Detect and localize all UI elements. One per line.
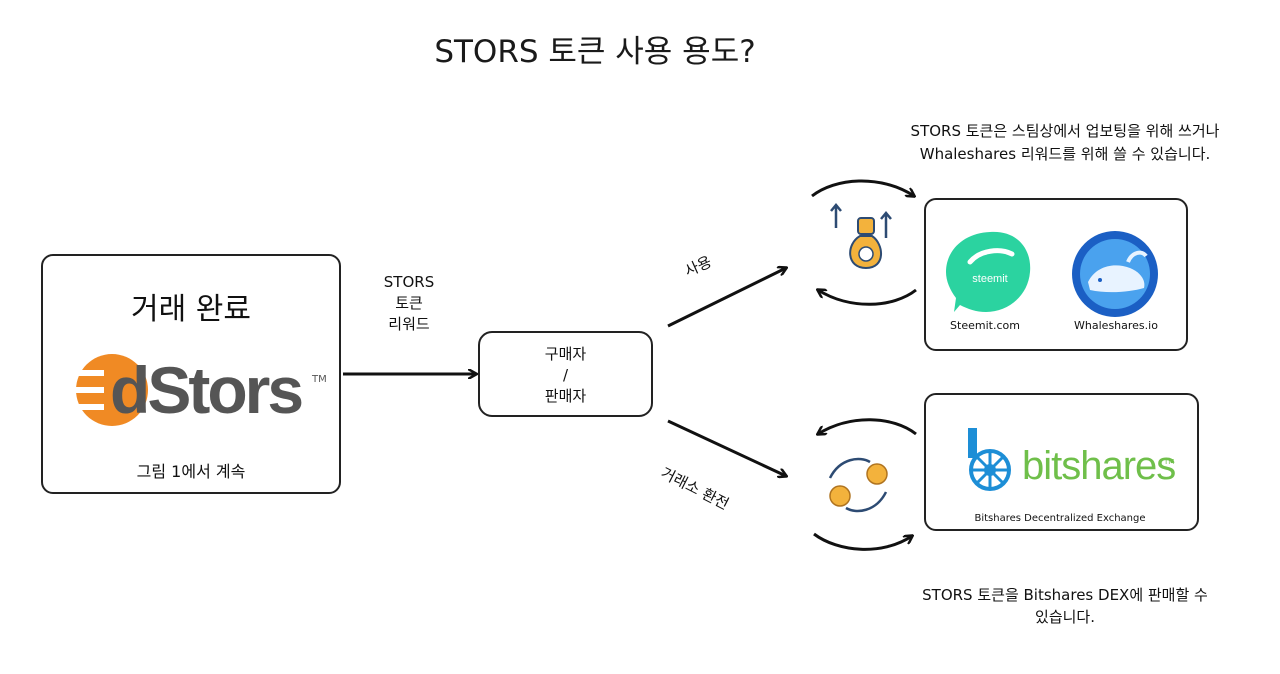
- top-note-line: STORS 토큰은 스팀상에서 업보팅을 위해 쓰거나: [910, 122, 1220, 140]
- buyer-seller-label: 구매자 / 판매자: [478, 344, 653, 407]
- continued-caption: 그림 1에서 계속: [136, 462, 246, 481]
- dstors-logo-stripe: [74, 404, 104, 410]
- reward-label-line: STORS: [383, 273, 435, 291]
- buyer-seller-box: [478, 331, 653, 417]
- top-note: STORS 토큰은 스팀상에서 업보팅을 위해 쓰거나 Whaleshares …: [880, 120, 1250, 166]
- upper-cycle-arrow-bottom: [818, 290, 917, 306]
- dstors-logo-stripe: [74, 370, 104, 376]
- bitshares-logo-text: bitshares: [1022, 444, 1176, 488]
- exchange-arrow: [667, 419, 786, 476]
- use-arrow: [667, 268, 786, 328]
- lower-cycle-arrow-bottom: [813, 532, 912, 551]
- steemit-logo-text: steemit: [972, 273, 1008, 285]
- slash-label: /: [562, 366, 569, 384]
- bottom-note-line: STORS 토큰을 Bitshares DEX에 판매할 수: [922, 586, 1208, 604]
- steemit-logo-icon: [946, 231, 1031, 312]
- seller-label: 판매자: [544, 387, 587, 405]
- money-bag-icon: [830, 203, 892, 270]
- steemit-caption: Steemit.com: [950, 319, 1020, 332]
- lower-cycle-arrow-top: [818, 418, 917, 434]
- dstors-logo-tm: TM: [312, 374, 327, 385]
- coin-exchange-icon: [828, 457, 888, 513]
- dstors-logo-text: dStors: [110, 353, 304, 427]
- bitshares-box: [924, 393, 1199, 531]
- bitshares-logo-tm: TM: [1164, 458, 1175, 466]
- whaleshares-caption: Whaleshares.io: [1074, 319, 1158, 332]
- bitshares-caption: Bitshares Decentralized Exchange: [974, 513, 1146, 524]
- whaleshares-logo-icon: [1072, 231, 1158, 317]
- reward-label-line: 토큰: [395, 294, 423, 312]
- bottom-note-line: 있습니다.: [1035, 608, 1095, 626]
- buyer-label: 구매자: [544, 345, 587, 363]
- diagram-title: STORS 토큰 사용 용도?: [434, 34, 756, 70]
- top-note-line: Whaleshares 리워드를 위해 쓸 수 있습니다.: [919, 145, 1211, 163]
- bottom-note: STORS 토큰을 Bitshares DEX에 판매할 수 있습니다.: [880, 584, 1250, 628]
- upper-cycle-arrow-top: [811, 179, 914, 196]
- transaction-complete-heading: 거래 완료: [131, 292, 251, 327]
- reward-label-line: 리워드: [388, 315, 430, 333]
- reward-label: STORS 토큰 리워드: [360, 272, 458, 335]
- dstors-logo-stripe: [74, 387, 104, 393]
